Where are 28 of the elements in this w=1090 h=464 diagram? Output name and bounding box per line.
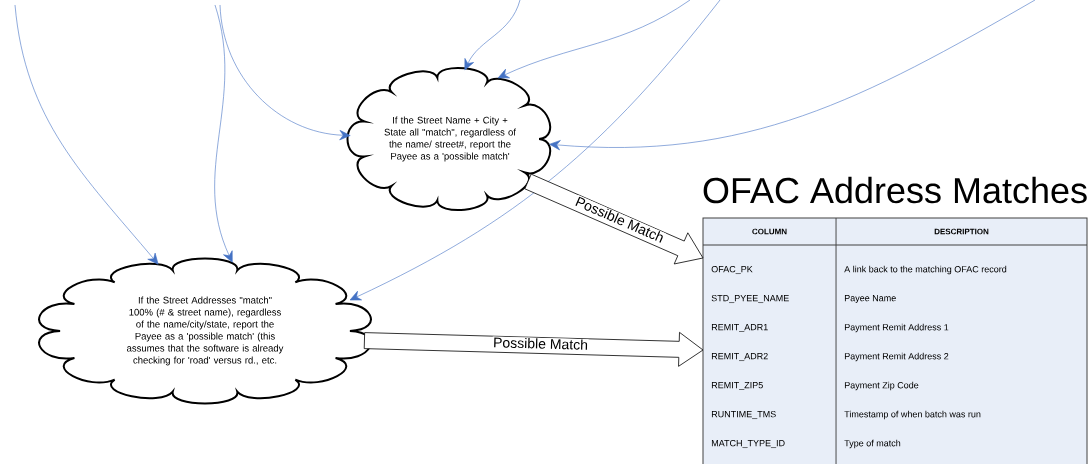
table-cell: Payment Zip Code [844,381,919,391]
table-cell: Timestamp of when batch was run [844,410,981,420]
table-title: OFAC Address Matches [703,176,1087,204]
table-cell: RUNTIME_TMS [711,410,776,420]
table-cell: REMIT_ADR2 [711,352,768,362]
table-cell: Payment Remit Address 2 [844,352,949,362]
data-table [702,176,1088,464]
table-cell: Payment Remit Address 1 [844,323,949,333]
table-cell: A link back to the matching OFAC record [844,265,1007,275]
table-header: DESCRIPTION [934,228,989,235]
table-cell: OFAC_PK [711,265,753,275]
table-cell: REMIT_ZIP5 [711,382,763,390]
curved-arrow [214,4,233,263]
table-cell: Type of match [844,439,901,449]
table-header: COLUMN [752,228,787,235]
curved-arrow [549,0,1036,151]
edge-label: Possible Match [494,337,588,350]
table-cell: Payee Name [844,294,896,304]
curved-arrow [349,0,721,301]
curved-arrow [497,0,691,79]
table-cell: STD_PYEE_NAME [711,294,789,304]
curved-arrow [14,4,159,265]
thought-cloud: If the Street Name + City + State all "match", regardless of the name/ street#, report the Payee as a 'possible match' [346,66,552,212]
curved-arrow [219,4,351,141]
curved-arrow [464,0,521,71]
thought-cloud: If the Street Addresses "match" 100% (# & street name), regardless of the name/city/state, report the Payee as a 'possible match' (this assumes that the software is already checking for 'road' versus rd., etc. [38,257,372,405]
table-cell: REMIT_ADR1 [711,324,768,332]
table-cell: MATCH_TYPE_ID [711,439,785,449]
